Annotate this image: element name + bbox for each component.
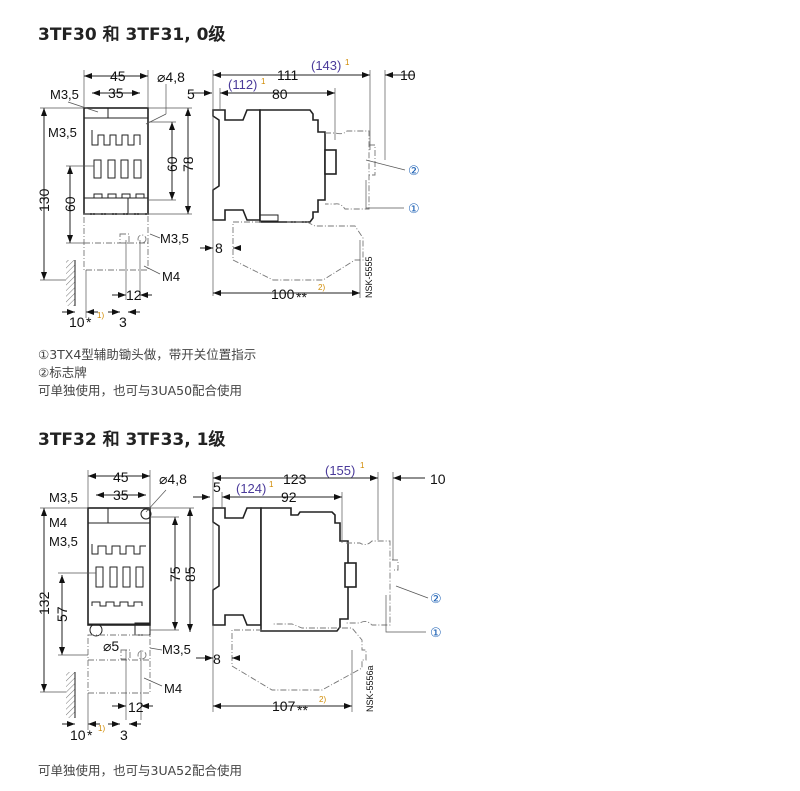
dim-hole-4-8: ⌀4,8 [157,69,185,85]
dim-width-45-s2: 45 [113,469,129,485]
note-usage-3ua50: 可单独使用，也可与3UA50配合使用 [38,383,243,398]
dim-height-132: 132 [36,591,52,615]
footnote-2-s2: 2) [319,695,326,704]
dim-width-124: (124) [236,481,266,496]
label-m3-5-bottom: M3,5 [160,231,189,246]
dim-width-123: 123 [283,471,307,487]
callout-1-s2: ① [430,625,442,640]
dim-width-155: (155) [325,463,355,478]
dim-10-right-s2: 10 [430,471,446,487]
dim-height-75: 75 [167,566,183,582]
dim-hole-4-8-s2: ⌀4,8 [159,471,187,487]
note-auxiliary-contact: ①3TX4型辅助锄头做，带开关位置指示 [38,347,257,362]
dim-height-60: 60 [164,156,180,172]
footnote-stars: ** [296,289,307,305]
dim-width-112: (112) [228,77,257,92]
side-view-3tf30: 111 (143) 1 (112) 1 80 5 10 8 100 ** 2) … [187,58,420,305]
drawing-number: NSK-5555 [364,256,374,298]
dim-10-right: 10 [400,67,416,83]
footnote-stars-s2: ** [297,702,308,718]
dim-width-107: 107 [272,698,296,714]
label-m4: M4 [162,269,180,284]
footnote-1-155: 1 [360,461,365,470]
footnote-1-124: 1 [269,480,274,489]
footnote-star-s2: * [87,727,93,743]
dim-3-s2: 3 [120,727,128,743]
label-m3-5-mid-s2: M3,5 [49,534,78,549]
dim-12: 12 [126,287,142,303]
label-m3-5-top-s2: M3,5 [49,490,78,505]
label-m4-top-s2: M4 [49,515,67,530]
notes-section1: ①3TX4型辅助锄头做，带开关位置指示 ②标志牌 可单独使用，也可与3UA50配… [38,346,256,400]
dim-width-35: 35 [108,85,124,101]
callout-2-s2: ② [430,591,442,606]
dim-5: 5 [187,86,195,102]
footnote-1-143: 1 [345,58,350,67]
section-title-3tf30: 3TF30 和 3TF31, 0级 [38,25,226,45]
note-label-plate: ②标志牌 [38,365,87,380]
dim-10-s2: 10 [70,727,86,743]
dim-8-s2: 8 [213,651,221,667]
dim-height-85: 85 [182,566,198,582]
dim-width-111: 111 [277,67,298,83]
dim-5-s2: 5 [213,479,221,495]
dim-width-45: 45 [110,68,126,84]
dim-height-78: 78 [180,156,196,172]
dim-width-80: 80 [272,86,288,102]
callout-2: ② [408,163,420,178]
label-m3-5-bottom-s2: M3,5 [162,642,191,657]
side-view-3tf32: 123 (155) 1 (124) 1 92 5 10 8 107 ** 2) … [193,461,446,718]
dim-width-143: (143) [311,58,341,73]
dim-height-130: 130 [36,188,52,212]
note-usage-3ua52: 可单独使用，也可与3UA52配合使用 [38,763,243,778]
front-view-3tf32: 45 35 ⌀4,8 M3,5 M4 M3,5 132 57 75 85 ⌀5 … [36,469,198,743]
dim-8: 8 [215,240,223,256]
footnote-star: * [86,314,92,330]
drawing-number-s2: NSK-5556a [365,665,375,712]
callout-1: ① [408,201,420,216]
dim-width-100: 100 [271,286,295,302]
dim-height-60-left: 60 [62,196,78,212]
dim-3: 3 [119,314,127,330]
footnote-1-s2: 1) [98,724,105,733]
footnote-1-112: 1 [261,77,266,86]
footnote-2: 2) [318,283,325,292]
dim-width-92: 92 [281,489,297,505]
label-m4-s2: M4 [164,681,182,696]
dim-height-57: 57 [54,606,70,622]
dim-hole-5: ⌀5 [103,638,119,654]
dim-width-35-s2: 35 [113,487,129,503]
dim-10: 10 [69,314,85,330]
front-view-3tf30: 45 35 ⌀4,8 M3,5 M3,5 130 60 60 78 M3,5 M… [36,68,196,330]
dim-12-s2: 12 [128,699,144,715]
label-m3-5-top: M3,5 [50,87,79,102]
section-title-3tf32: 3TF32 和 3TF33, 1级 [38,430,226,450]
footnote-1: 1) [97,311,104,320]
label-m3-5-mid: M3,5 [48,125,77,140]
